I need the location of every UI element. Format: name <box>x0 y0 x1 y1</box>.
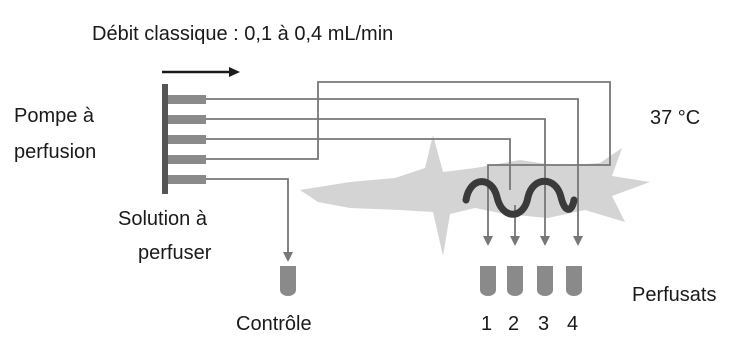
syringe <box>168 135 206 144</box>
perfusate-tube <box>537 266 553 296</box>
arrowhead <box>283 252 293 262</box>
tubing-line <box>206 118 546 240</box>
temperature-label: 37 °C <box>650 107 701 129</box>
tubing-line <box>206 178 289 258</box>
dialysis-coil <box>462 177 578 218</box>
syringe <box>168 155 206 164</box>
tube-number-1: 1 <box>481 313 493 335</box>
tube-number-2: 2 <box>508 313 520 335</box>
perfusate-tube <box>507 266 523 296</box>
tubing-line <box>206 98 579 240</box>
flow-rate-label: Débit classique : 0,1 à 0,4 mL/min <box>92 23 394 45</box>
tube-number-4: 4 <box>567 313 579 335</box>
tubing-line <box>206 138 511 190</box>
solution-label-line1: Solution à <box>118 208 207 230</box>
arrowhead <box>510 236 520 246</box>
syringe <box>168 175 206 184</box>
tissue-shape <box>300 135 650 256</box>
arrowhead <box>540 236 550 246</box>
collection-tubes <box>280 266 582 296</box>
tubing-line <box>206 81 611 240</box>
arrowhead <box>483 236 493 246</box>
flow-direction-arrow <box>162 67 240 77</box>
arrowhead <box>573 236 583 246</box>
syringes <box>168 95 206 184</box>
perfusate-tube <box>566 266 582 296</box>
tube-number-3: 3 <box>538 313 550 335</box>
arrowheads <box>283 236 583 262</box>
solution-label-line2: perfuser <box>138 242 212 264</box>
perfusate-tube <box>480 266 496 296</box>
perfusates-label: Perfusats <box>632 284 717 306</box>
syringe <box>168 95 206 104</box>
pump-body <box>162 84 168 194</box>
syringe <box>168 115 206 124</box>
pump-label-line1: Pompe à <box>14 105 95 127</box>
control-tube <box>280 266 296 296</box>
pump-label-line2: perfusion <box>14 141 97 163</box>
tubing-lines <box>206 81 611 258</box>
control-label: Contrôle <box>236 313 312 335</box>
